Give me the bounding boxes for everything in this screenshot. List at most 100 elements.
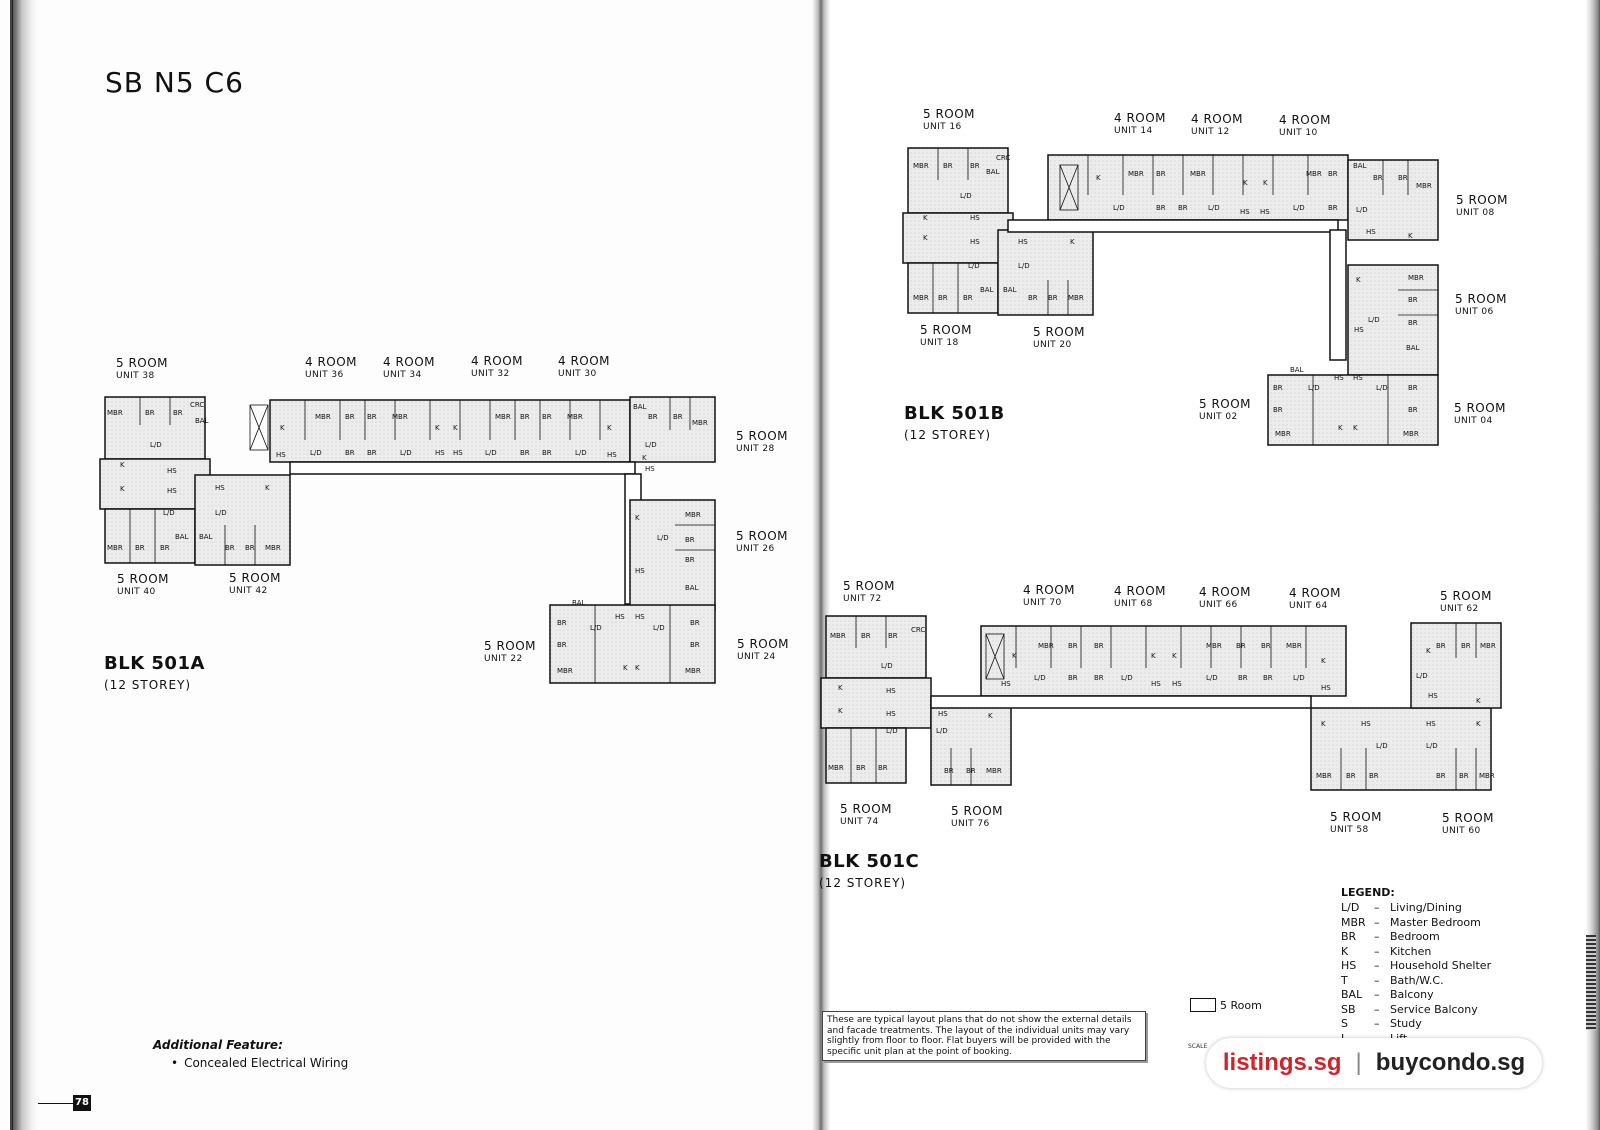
svg-text:L/D: L/D	[590, 624, 602, 632]
legend: LEGEND: L/D–Living/Dining MBR–Master Bed…	[1341, 886, 1491, 1046]
svg-text:BR: BR	[1459, 772, 1469, 780]
svg-text:K: K	[1476, 720, 1481, 728]
svg-text:HS: HS	[886, 710, 896, 718]
svg-text:HS: HS	[1428, 692, 1438, 700]
svg-text:BR: BR	[1408, 384, 1418, 392]
svg-text:K: K	[635, 664, 640, 672]
svg-text:K: K	[1096, 174, 1101, 182]
svg-text:BR: BR	[1156, 204, 1166, 212]
svg-text:HS: HS	[1366, 228, 1376, 236]
svg-text:L/D: L/D	[485, 449, 497, 457]
svg-text:BR: BR	[1461, 642, 1471, 650]
svg-text:MBR: MBR	[1038, 642, 1054, 650]
svg-text:MBR: MBR	[692, 419, 708, 427]
svg-text:HS: HS	[1260, 208, 1270, 216]
book-gutter	[812, 0, 830, 1130]
svg-text:BR: BR	[1261, 642, 1271, 650]
svg-text:MBR: MBR	[1416, 182, 1432, 190]
svg-text:BR: BR	[245, 544, 255, 552]
svg-text:BR: BR	[690, 619, 700, 627]
svg-text:HS: HS	[1353, 374, 1363, 382]
svg-text:HS: HS	[635, 613, 645, 621]
svg-text:MBR: MBR	[1479, 772, 1495, 780]
svg-text:HS: HS	[1172, 680, 1182, 688]
svg-text:MBR: MBR	[265, 544, 281, 552]
svg-text:HS: HS	[215, 484, 225, 492]
svg-text:HS: HS	[1018, 238, 1028, 246]
svg-text:BR: BR	[1373, 174, 1383, 182]
svg-text:BR: BR	[1328, 204, 1338, 212]
svg-text:MBR: MBR	[685, 511, 701, 519]
svg-text:BR: BR	[1156, 170, 1166, 178]
svg-text:K: K	[1426, 647, 1431, 655]
svg-text:HS: HS	[276, 451, 286, 459]
additional-feature: Additional Feature: Concealed Electrical…	[153, 1038, 348, 1070]
feature-item: Concealed Electrical Wiring	[171, 1056, 348, 1070]
svg-text:BAL: BAL	[1290, 366, 1304, 374]
svg-text:BR: BR	[345, 413, 355, 421]
svg-text:MBR: MBR	[567, 413, 583, 421]
watermark-brand-listings: listings.sg	[1222, 1049, 1342, 1076]
svg-text:L/D: L/D	[1426, 742, 1438, 750]
svg-text:K: K	[1151, 652, 1156, 660]
svg-text:K: K	[838, 707, 843, 715]
svg-text:L/D: L/D	[163, 509, 175, 517]
svg-text:HS: HS	[886, 687, 896, 695]
block-title-501b: BLK 501B (12 STOREY)	[904, 403, 1005, 442]
svg-text:L/D: L/D	[968, 262, 980, 270]
svg-text:BR: BR	[685, 536, 695, 544]
svg-text:K: K	[1243, 179, 1248, 187]
svg-text:BR: BR	[1068, 674, 1078, 682]
svg-text:BR: BR	[520, 413, 530, 421]
svg-text:MBR: MBR	[1408, 274, 1424, 282]
svg-text:BR: BR	[1436, 642, 1446, 650]
svg-text:K: K	[265, 484, 270, 492]
svg-text:L/D: L/D	[1376, 742, 1388, 750]
svg-text:L/D: L/D	[653, 624, 665, 632]
svg-text:K: K	[623, 664, 628, 672]
svg-text:BR: BR	[160, 544, 170, 552]
svg-text:L/D: L/D	[575, 449, 587, 457]
svg-text:MBR: MBR	[495, 413, 511, 421]
svg-text:BR: BR	[1346, 772, 1356, 780]
room-type-key: 5 Room	[1190, 998, 1262, 1012]
svg-text:MBR: MBR	[1190, 170, 1206, 178]
svg-text:MBR: MBR	[1275, 430, 1291, 438]
legend-row: SB–Service Balcony	[1341, 1002, 1478, 1016]
svg-text:L/D: L/D	[936, 727, 948, 735]
room-key-label: 5 Room	[1220, 998, 1262, 1012]
svg-text:L/D: L/D	[215, 509, 227, 517]
svg-text:L/D: L/D	[1121, 674, 1133, 682]
svg-text:BAL: BAL	[986, 168, 1000, 176]
svg-text:BR: BR	[673, 413, 683, 421]
svg-text:L/D: L/D	[1416, 672, 1428, 680]
svg-text:BR: BR	[557, 619, 567, 627]
svg-text:BR: BR	[1408, 296, 1418, 304]
svg-text:BR: BR	[1369, 772, 1379, 780]
svg-text:K: K	[1012, 652, 1017, 660]
svg-text:HS: HS	[938, 710, 948, 718]
svg-text:K: K	[635, 514, 640, 522]
svg-text:MBR: MBR	[1128, 170, 1144, 178]
svg-text:L/D: L/D	[1206, 674, 1218, 682]
svg-text:BR: BR	[557, 641, 567, 649]
svg-text:HS: HS	[607, 451, 617, 459]
svg-text:L/D: L/D	[881, 662, 893, 670]
svg-text:MBR: MBR	[107, 409, 123, 417]
svg-text:MBR: MBR	[1480, 642, 1496, 650]
svg-text:MBR: MBR	[1403, 430, 1419, 438]
svg-text:L/D: L/D	[310, 449, 322, 457]
svg-text:MBR: MBR	[986, 767, 1002, 775]
svg-text:K: K	[1408, 232, 1413, 240]
svg-text:BR: BR	[1094, 642, 1104, 650]
